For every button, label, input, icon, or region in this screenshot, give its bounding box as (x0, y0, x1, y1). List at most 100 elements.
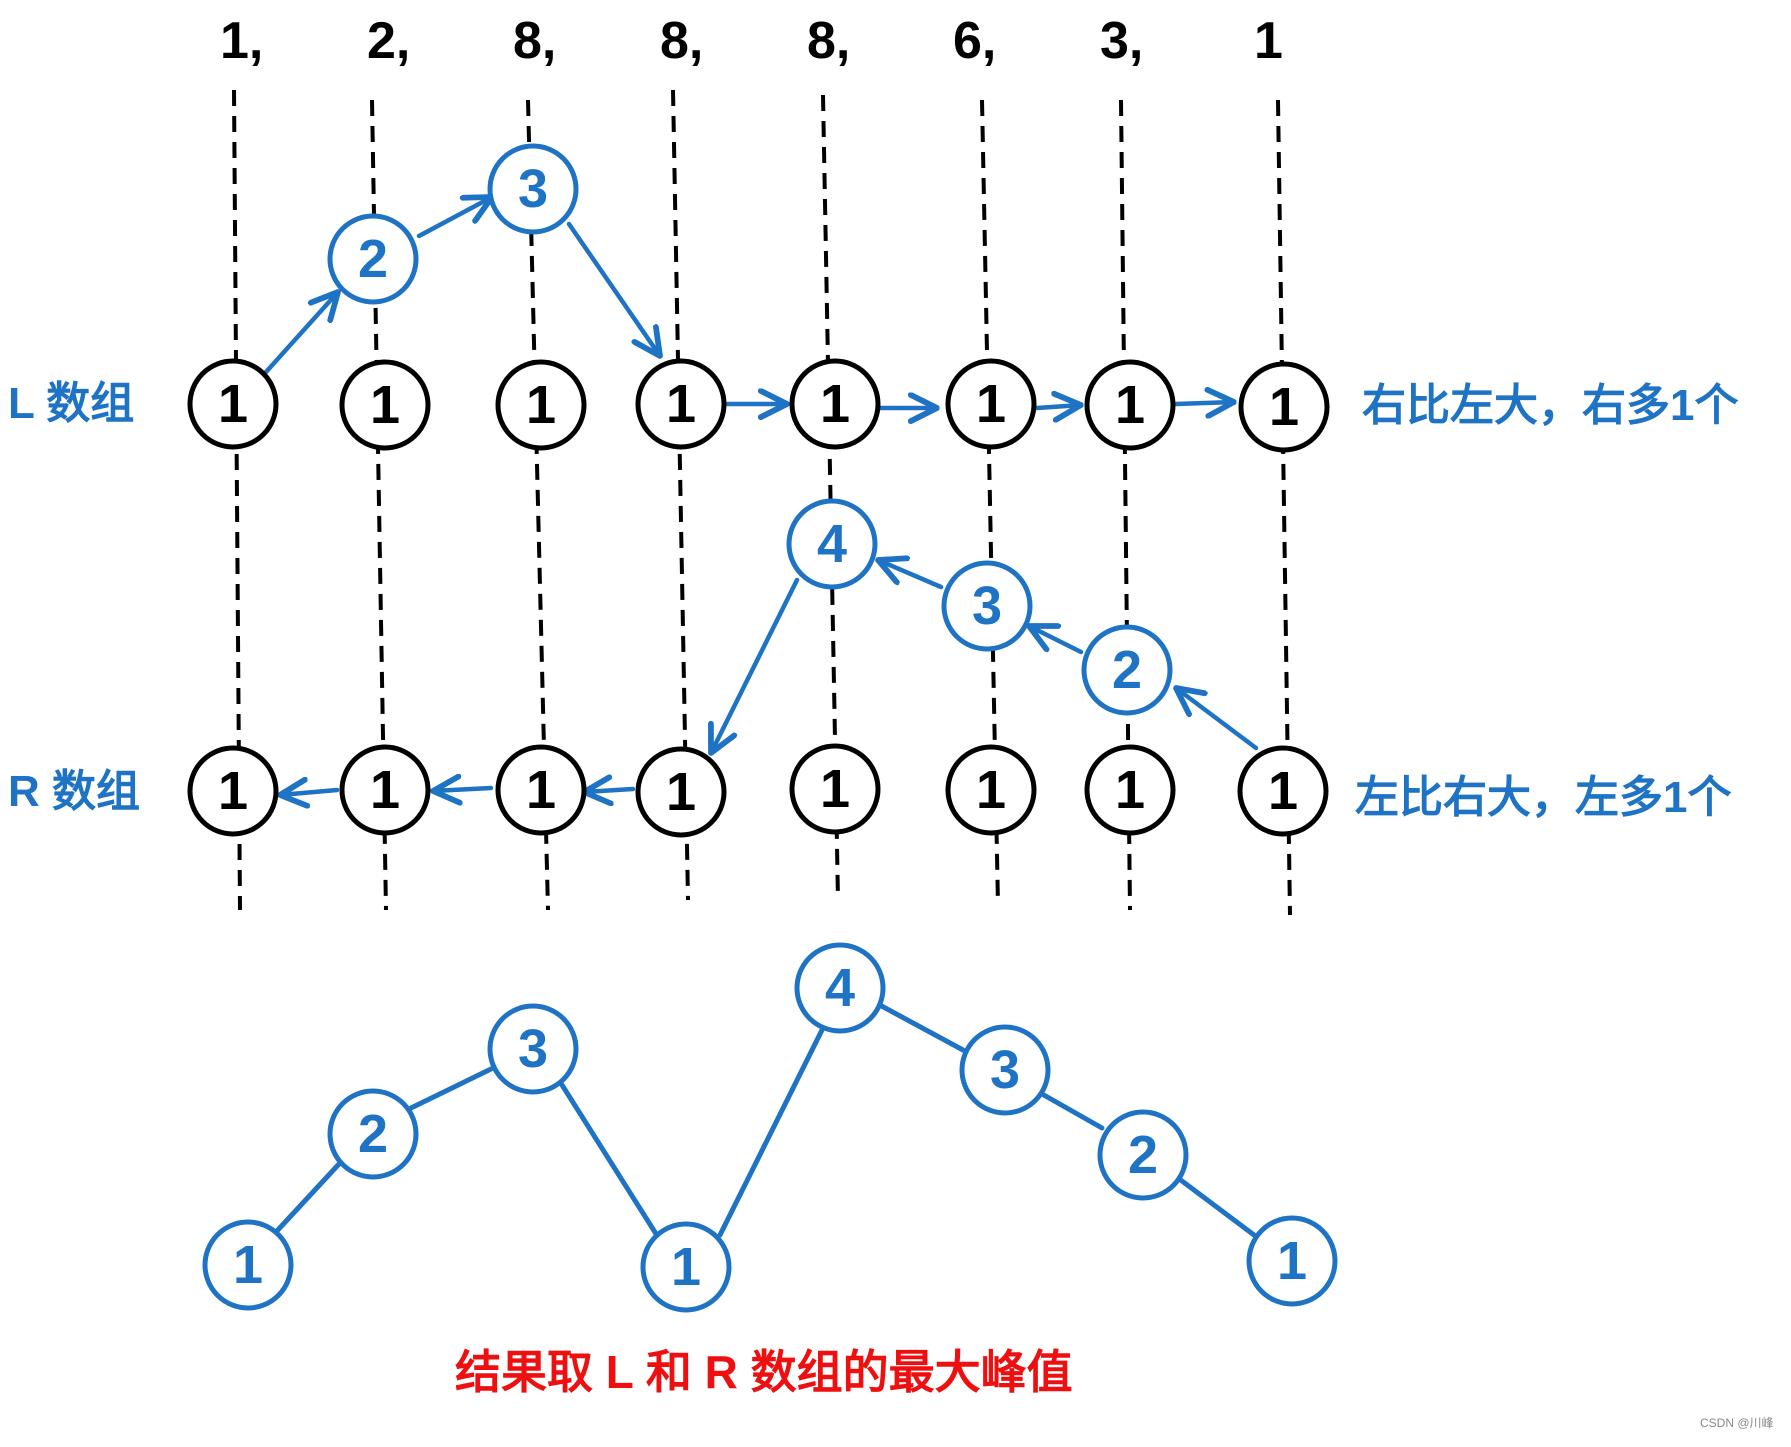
input-array-header: 1, 2, 8, 8, 8, 6, 3, 1 (220, 12, 1283, 70)
guide-line (671, 89, 690, 901)
result-value: 3 (518, 1019, 548, 1079)
arrow (1029, 626, 1084, 655)
l-node (187, 358, 279, 450)
r-raised-value: 4 (817, 514, 847, 574)
r-node (1084, 744, 1176, 836)
result-nodes: 1 2 3 1 4 3 2 1 (202, 942, 1338, 1313)
input-value: 8, (660, 12, 703, 70)
l-raised-node (327, 213, 419, 305)
connector (873, 1000, 966, 1053)
r-raised-node (786, 498, 878, 590)
input-value: 8, (513, 12, 556, 70)
connector (1032, 1087, 1105, 1131)
r-array-arrows (280, 560, 1259, 795)
result-value: 2 (1128, 1125, 1158, 1185)
l-array-arrows (263, 197, 1234, 408)
r-array-rule: 左比右大，左多1个 (1355, 773, 1731, 822)
input-value: 8, (807, 12, 850, 70)
guide-line (821, 94, 840, 901)
l-node (1238, 361, 1330, 453)
l-array-nodes: 1 1 1 1 1 1 1 1 (187, 358, 1330, 453)
r-node (945, 744, 1037, 836)
result-value: 2 (358, 1104, 388, 1164)
arrow (280, 790, 340, 795)
l-node-value: 1 (370, 375, 400, 435)
l-node (945, 358, 1037, 450)
arrow (1034, 405, 1081, 408)
input-value: 1 (1254, 12, 1283, 70)
result-node (794, 942, 886, 1034)
r-node (339, 744, 431, 836)
connector (408, 1066, 494, 1111)
r-array-raised-nodes: 4 3 2 (786, 498, 1173, 716)
l-node (635, 358, 727, 450)
r-node (187, 745, 279, 837)
result-caption: 结果取 L 和 R 数组的最大峰值 (455, 1346, 1073, 1398)
guide-line (1119, 99, 1132, 911)
l-node-value: 1 (1269, 377, 1299, 437)
l-node-value: 1 (976, 374, 1006, 434)
arrow (711, 577, 800, 753)
r-node (635, 746, 727, 838)
arrow (566, 221, 660, 356)
arrow (1176, 688, 1259, 751)
result-value: 3 (990, 1040, 1020, 1100)
arrow (433, 788, 494, 791)
result-value: 1 (1277, 1231, 1307, 1291)
r-node-value: 1 (820, 759, 850, 819)
result-node (640, 1221, 732, 1313)
input-value: 1, (220, 12, 263, 70)
r-node (789, 743, 881, 835)
guide-line (980, 99, 1000, 906)
l-node (495, 359, 587, 451)
r-node-value: 1 (1115, 760, 1145, 820)
result-peak-line (273, 1000, 1257, 1240)
result-node (202, 1219, 294, 1311)
result-value: 4 (825, 958, 855, 1018)
l-node (789, 358, 881, 450)
arrow (1173, 402, 1234, 404)
r-raised-node (1081, 624, 1173, 716)
result-node (959, 1024, 1051, 1116)
r-node (495, 744, 587, 836)
watermark: CSDN @川峰 (1700, 1416, 1774, 1430)
r-raised-node (941, 560, 1033, 652)
l-node (1084, 359, 1176, 451)
l-node-value: 1 (1115, 375, 1145, 435)
r-node-value: 1 (1268, 761, 1298, 821)
connector (1171, 1172, 1257, 1238)
l-node-value: 1 (526, 375, 556, 435)
r-raised-value: 3 (972, 576, 1002, 636)
result-node (327, 1088, 419, 1180)
l-node-value: 1 (218, 374, 248, 434)
connector (554, 1074, 661, 1240)
l-array-label: L 数组 (8, 379, 134, 428)
r-node-value: 1 (526, 760, 556, 820)
l-node (339, 359, 431, 451)
l-raised-node (487, 143, 579, 235)
input-value: 6, (953, 12, 996, 70)
input-value: 3, (1100, 12, 1143, 70)
l-raised-value: 2 (358, 229, 388, 289)
l-raised-value: 3 (518, 159, 548, 219)
r-node-value: 1 (976, 760, 1006, 820)
result-value: 1 (233, 1235, 263, 1295)
l-node-value: 1 (820, 374, 850, 434)
l-array-raised-nodes: 2 3 (327, 143, 579, 305)
r-node-value: 1 (370, 760, 400, 820)
l-node-value: 1 (666, 374, 696, 434)
result-node (1097, 1109, 1189, 1201)
r-node-value: 1 (666, 762, 696, 822)
r-node (1237, 745, 1329, 837)
arrow (416, 197, 492, 239)
input-value: 2, (367, 12, 410, 70)
r-node-value: 1 (218, 761, 248, 821)
r-raised-value: 2 (1112, 640, 1142, 700)
arrow (584, 789, 636, 792)
connector (273, 1161, 342, 1235)
r-array-label: R 数组 (8, 767, 140, 816)
result-value: 1 (671, 1237, 701, 1297)
arrow (878, 560, 944, 590)
